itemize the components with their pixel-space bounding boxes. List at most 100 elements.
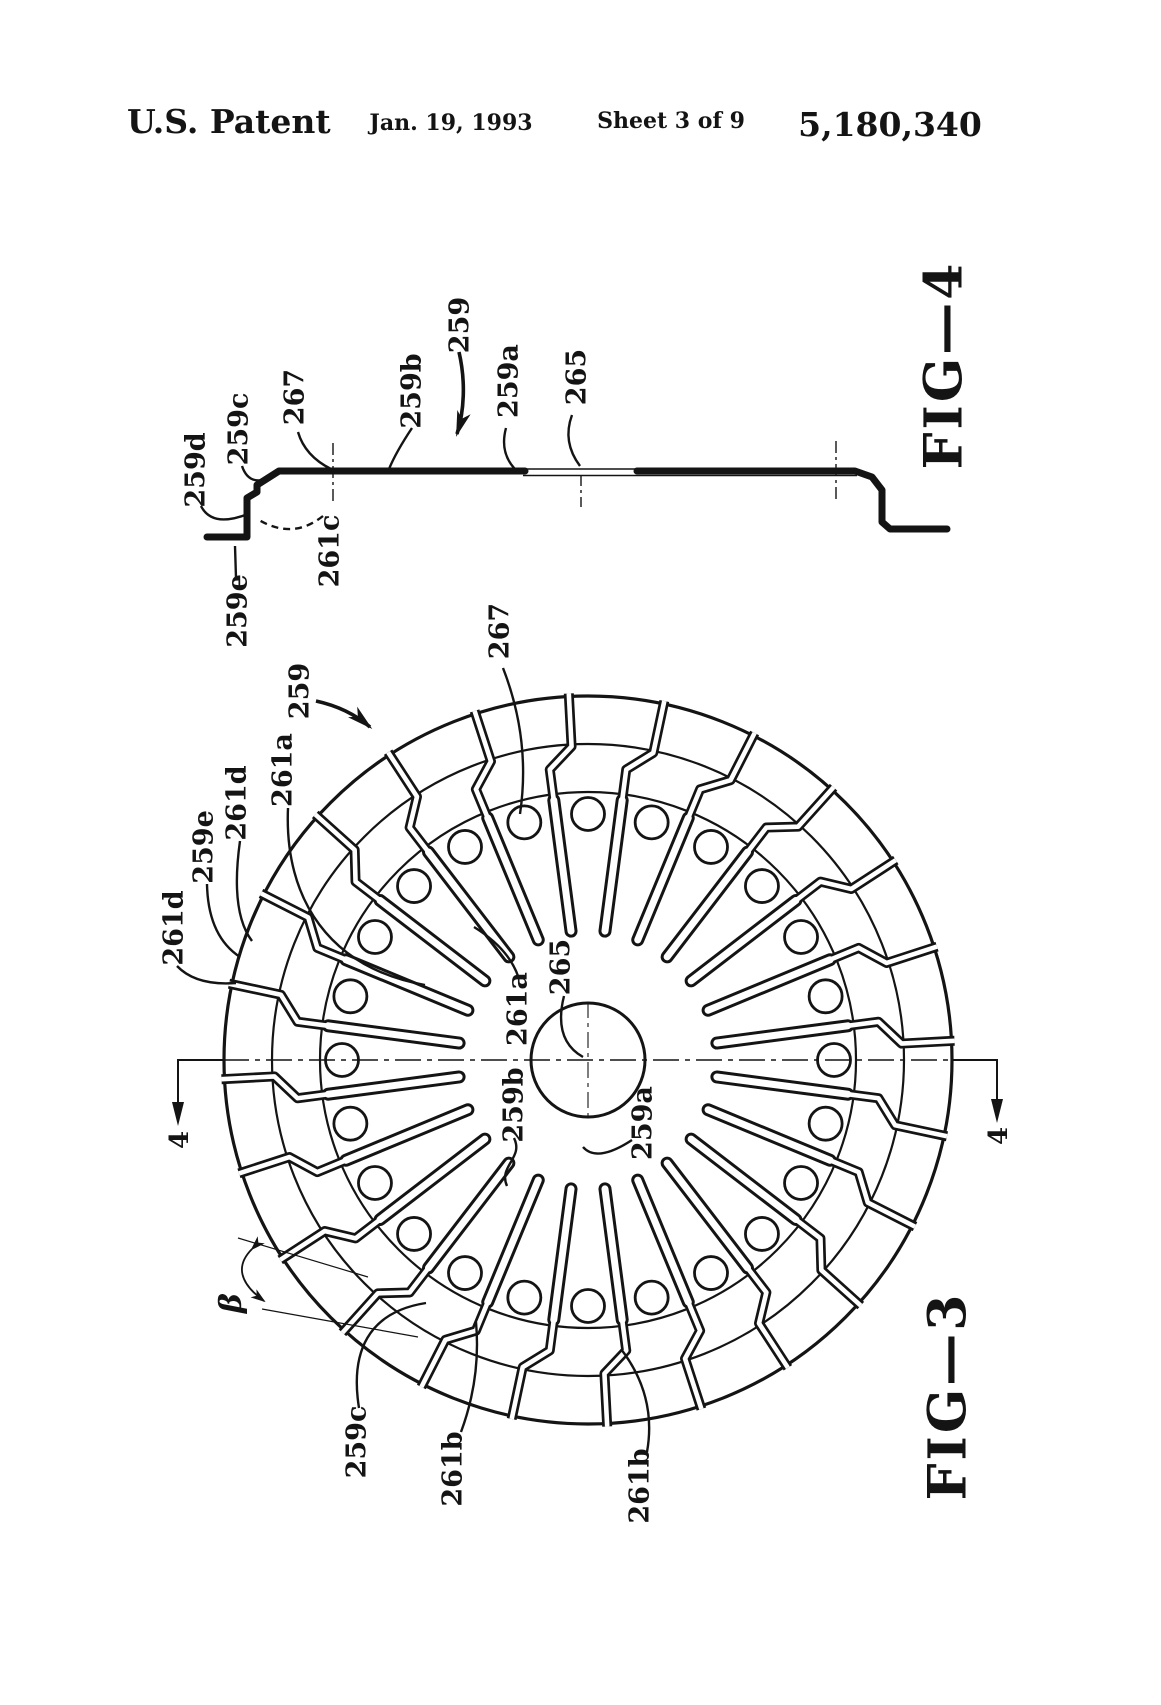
fig4-label-259e: 259e (223, 574, 254, 648)
fig3-rivet-hole (783, 1165, 819, 1201)
fig3-label-beta: β (214, 1293, 249, 1314)
fig3-finger-slot-core (376, 1135, 489, 1223)
fig4-label-265: 265 (562, 349, 593, 405)
fig3-section-label-right: 4 (984, 1127, 1014, 1145)
fig3-finger-slot-core (324, 1073, 463, 1098)
fig3-leader-261d-lower (176, 965, 237, 985)
fig4-leader-259b (387, 427, 413, 470)
fig4-label-259b: 259b (397, 353, 428, 428)
fig3-segment-slit-core (547, 693, 574, 805)
fig3-finger-slot-core (550, 796, 575, 935)
fig3-segment-slit-core (682, 1297, 704, 1410)
fig3-rivet-hole (783, 919, 819, 955)
fig4-caption: FIG—4 (914, 261, 975, 470)
fig3-finger-slot-core (634, 1176, 692, 1306)
fig3-segment-slit-core (825, 1156, 917, 1229)
fig3-rivet-hole (396, 868, 432, 904)
fig3-label-259e: 259e (189, 810, 220, 884)
fig4-leader-259a (502, 427, 518, 472)
fig3-segment-slit-core (221, 1074, 333, 1101)
fig3-segment-slit (416, 1296, 494, 1390)
fig3-finger-slot-core (425, 848, 513, 961)
fig3-segment-slit-core (419, 1297, 492, 1389)
fig3-segment-slit (506, 1315, 560, 1421)
fig3-rivet-hole (744, 868, 780, 904)
fig3-label-259a: 259a (628, 1086, 659, 1160)
fig4-leader-265 (567, 414, 581, 467)
fig3-rivet-hole (570, 796, 606, 832)
fig4-label-259: 259 (445, 297, 476, 353)
fig3-segment-slit (741, 1261, 793, 1371)
fig3-finger-slot-core (376, 897, 489, 985)
fig3-finger-slot-core (687, 897, 800, 985)
fig3-rivet-hole (693, 829, 729, 865)
fig3-rivet-hole (396, 1216, 432, 1252)
fig3-leader-261b-right (620, 1348, 651, 1453)
fig3-rivet-hole (570, 1288, 606, 1324)
fig3-label-261d-lower: 261d (159, 890, 190, 965)
fig3-finger-slot-core (687, 1135, 800, 1223)
fig3-segment-slit (616, 699, 670, 805)
fig3-rivet-hole (357, 919, 393, 955)
section-arrow-down-icon (991, 1099, 1003, 1123)
fig3-leader-259b (503, 1137, 518, 1187)
patent-header-sheet: Sheet 3 of 9 (597, 108, 745, 134)
fig3-label-259c: 259c (342, 1406, 373, 1479)
fig3-finger-slot-core (324, 1022, 463, 1047)
fig3-finger-slot-core (634, 814, 692, 944)
fig3-rivet-hole (447, 1255, 483, 1291)
fig3-segment-slit-core (743, 785, 836, 857)
fig3-rivet-hole (332, 1105, 369, 1142)
fig3-segment-slit (227, 978, 333, 1032)
fig3-finger-slot-core (663, 848, 751, 961)
fig3-label-265: 265 (546, 939, 577, 995)
fig3-rivet-hole (633, 1279, 670, 1316)
fig3-segment-slit-core (259, 891, 351, 964)
fig3-finger-slot-core (342, 956, 472, 1014)
fig3-label-261b-left: 261b (438, 1431, 469, 1506)
fig3-segment-slit-core (278, 1215, 385, 1262)
fig3-rivet-hole (506, 804, 543, 841)
fig4-label-267: 267 (280, 369, 311, 425)
fig3-leader-261d-upper (235, 840, 253, 942)
fig3-rivet-hole (693, 1255, 729, 1291)
fig3-segment-slit-core (386, 750, 433, 857)
patent-header-number: 5,180,340 (798, 105, 982, 144)
fig4-leader-261c (258, 515, 324, 531)
fig3-segment-slit-core (228, 981, 333, 1029)
fig4-label-259c: 259c (224, 393, 255, 466)
fig4-arrow-259 (455, 351, 471, 437)
fig3-finger-slot-core (342, 1106, 472, 1164)
fig3-section-label-left: 4 (165, 1131, 195, 1149)
fig3-rivet-hole (633, 804, 670, 841)
fig3-leader-261a-outer (286, 807, 426, 987)
fig4-label-259a: 259a (494, 344, 525, 418)
fig3-rivet-hole (447, 829, 483, 865)
fig3-section-bracket-right (952, 1059, 998, 1101)
fig4-label-259d: 259d (181, 432, 212, 507)
patent-header-date: Jan. 19, 1993 (367, 110, 532, 136)
fig3-caption: FIG—3 (918, 1292, 979, 1501)
fig3-leader-259e (205, 883, 241, 959)
fig3-label-261a-inner: 261a (503, 972, 534, 1046)
fig3-beta-arc (241, 1236, 266, 1303)
fig3-segment-slit-core (238, 1154, 351, 1176)
fig3-segment-slit (277, 1213, 387, 1265)
fig4-leader-259c (240, 465, 278, 482)
fig3-finger-slot-core (601, 796, 626, 935)
fig3-rivet-hole (357, 1165, 393, 1201)
fig3-arrow-259 (315, 699, 373, 729)
fig4-leader-259e (233, 545, 238, 579)
fig4-label-261c: 261c (315, 515, 346, 588)
fig3-beta-ref-line-b (261, 1308, 419, 1338)
fig3-finger-slot-core (663, 1159, 751, 1272)
fig3-label-261d-upper: 261d (222, 765, 253, 840)
fig3-rivet-hole (807, 978, 844, 1015)
fig3-segment-slit-core (619, 700, 667, 805)
fig3-drawing (221, 693, 955, 1427)
fig4-profile-left (203, 467, 529, 541)
fig3-leader-261a-inner (473, 925, 520, 977)
fig3-rivet-hole (807, 1105, 844, 1142)
